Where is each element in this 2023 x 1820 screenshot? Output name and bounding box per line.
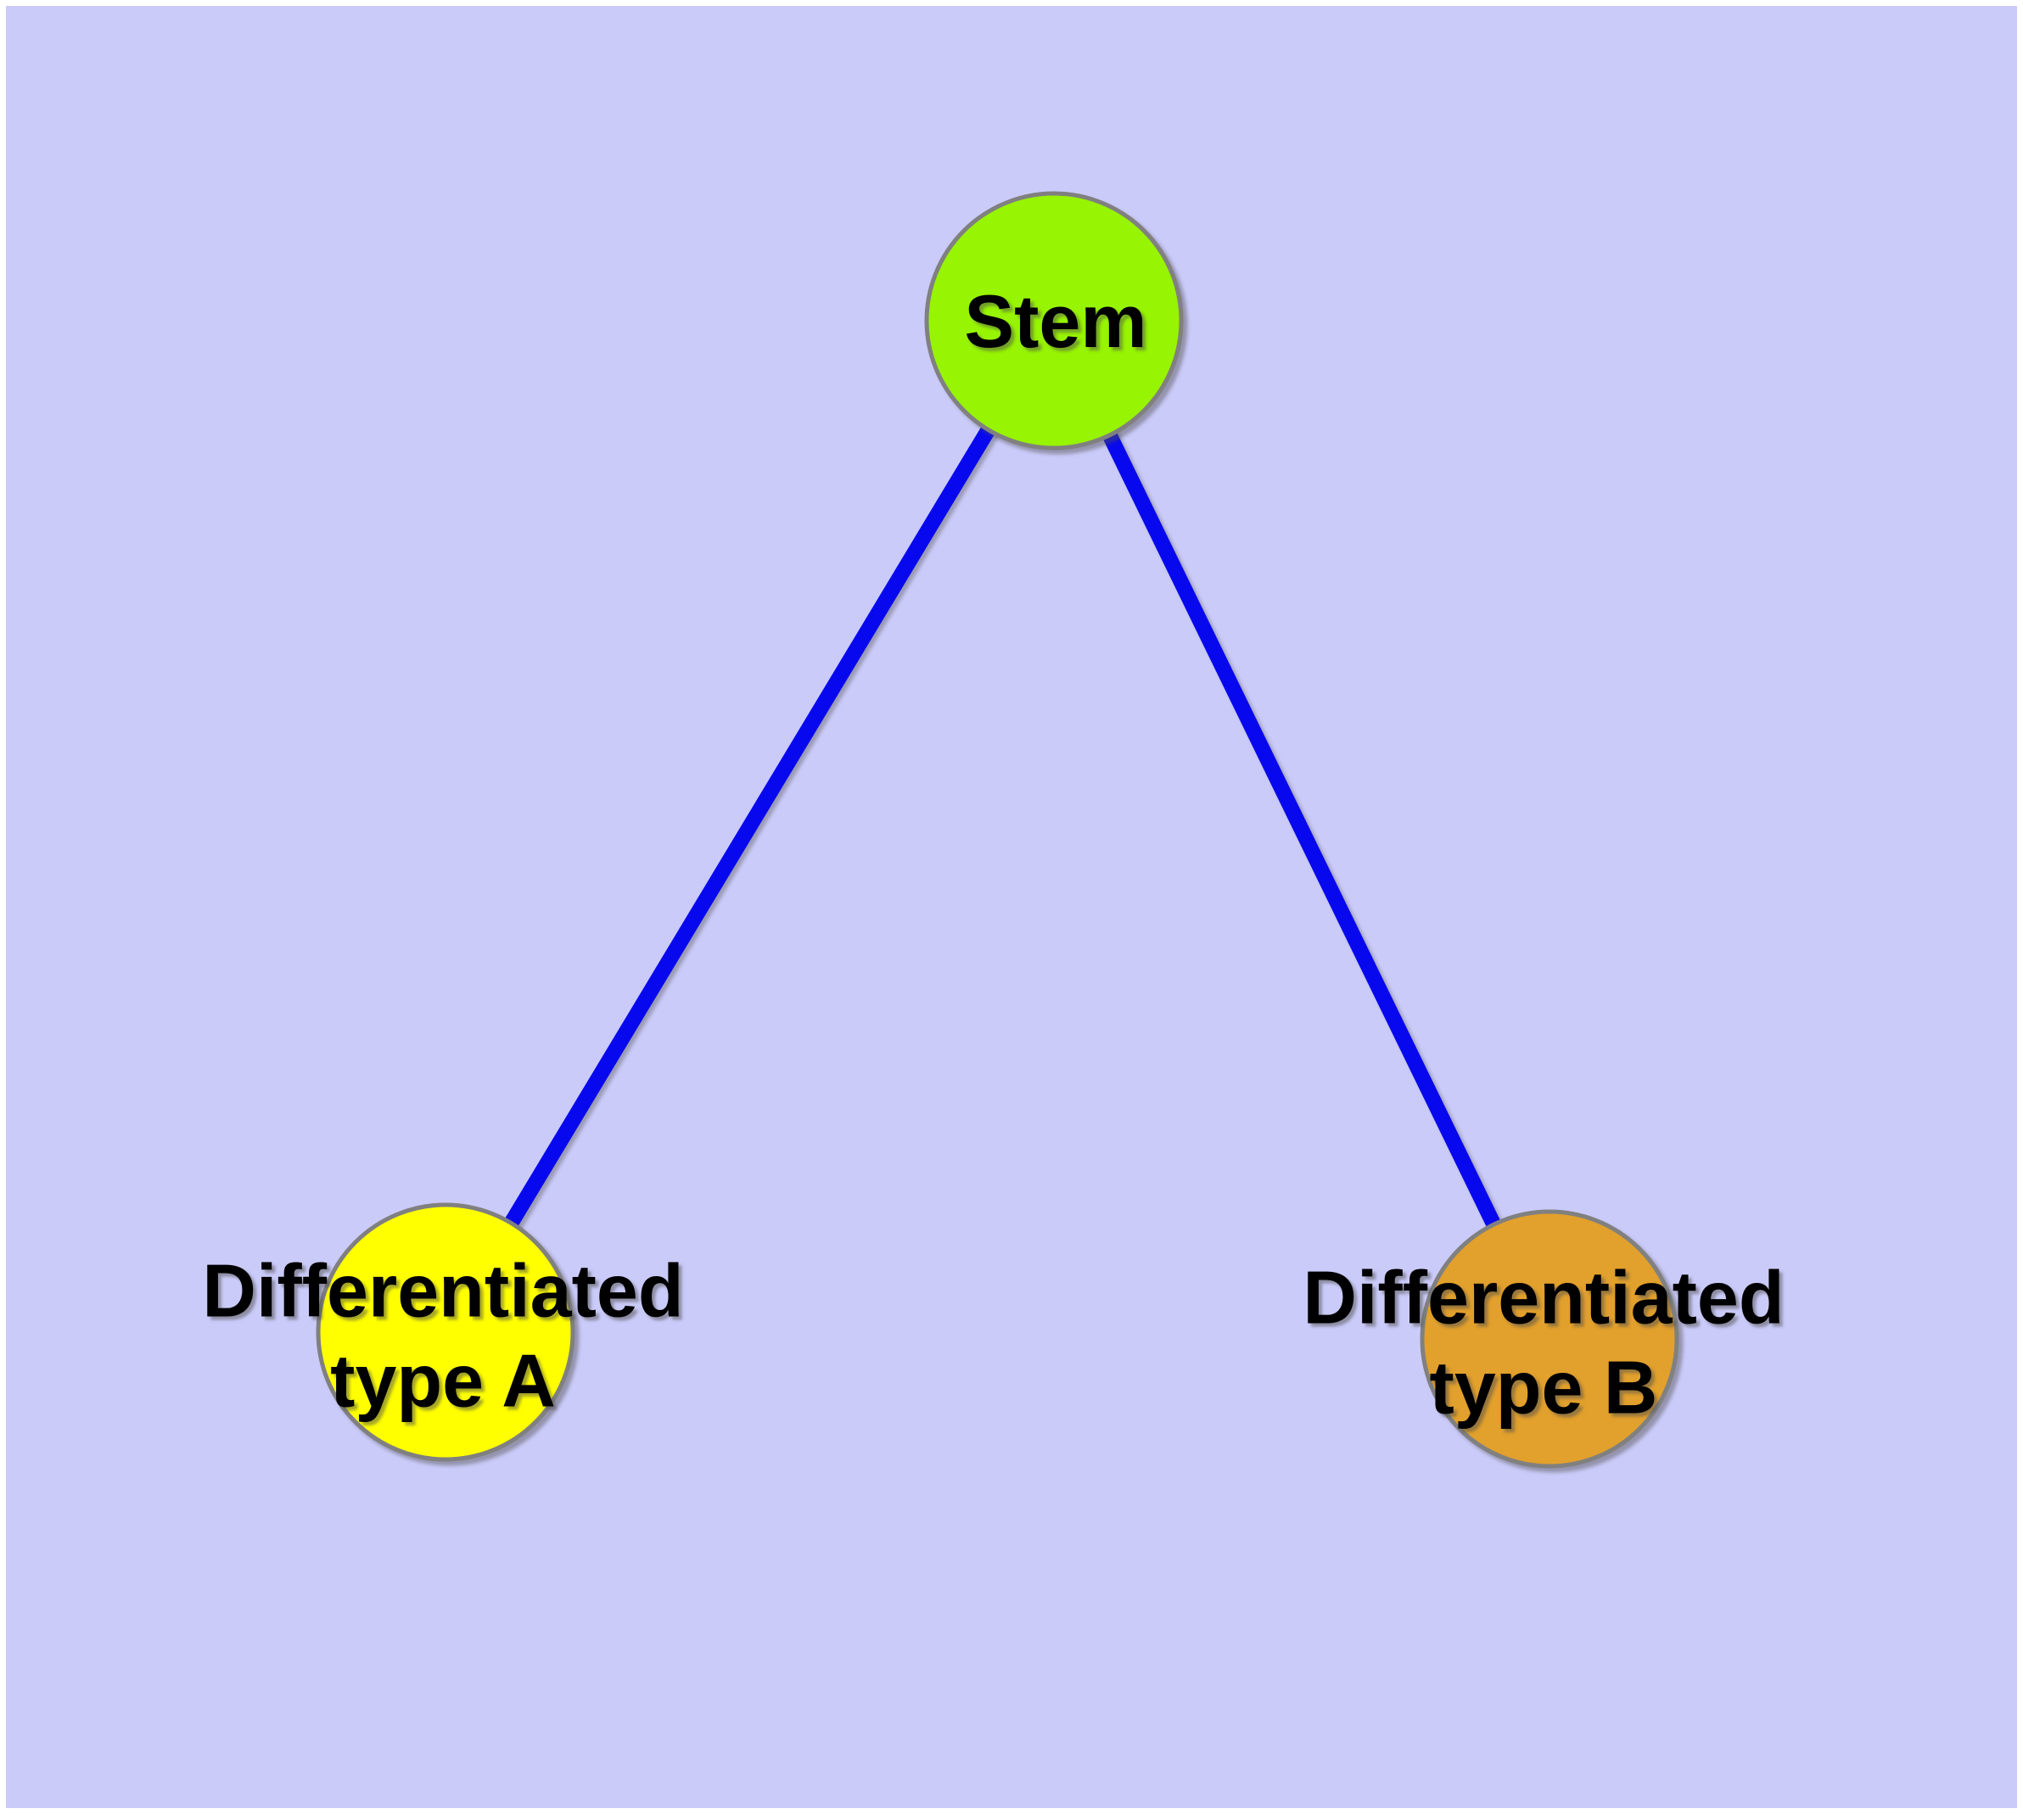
node-differentiated-type-a-circle [316, 1202, 575, 1462]
graph-svg [316, 191, 1679, 1469]
node-stem-label: Stem [964, 279, 1147, 364]
node-differentiated-type-b-label: Differentiated type B [1303, 1255, 1785, 1429]
node-differentiated-type-a-label: Differentiated type A [202, 1248, 684, 1422]
node-stem-circle [924, 191, 1184, 451]
node-differentiated-type-b-circle [1420, 1209, 1679, 1469]
edge-stem-to-type-a [439, 316, 1061, 1336]
edge-stem-to-type-b [1046, 317, 1557, 1342]
diagram-canvas: Stem Differentiated type A Differentiate… [6, 6, 2017, 1808]
